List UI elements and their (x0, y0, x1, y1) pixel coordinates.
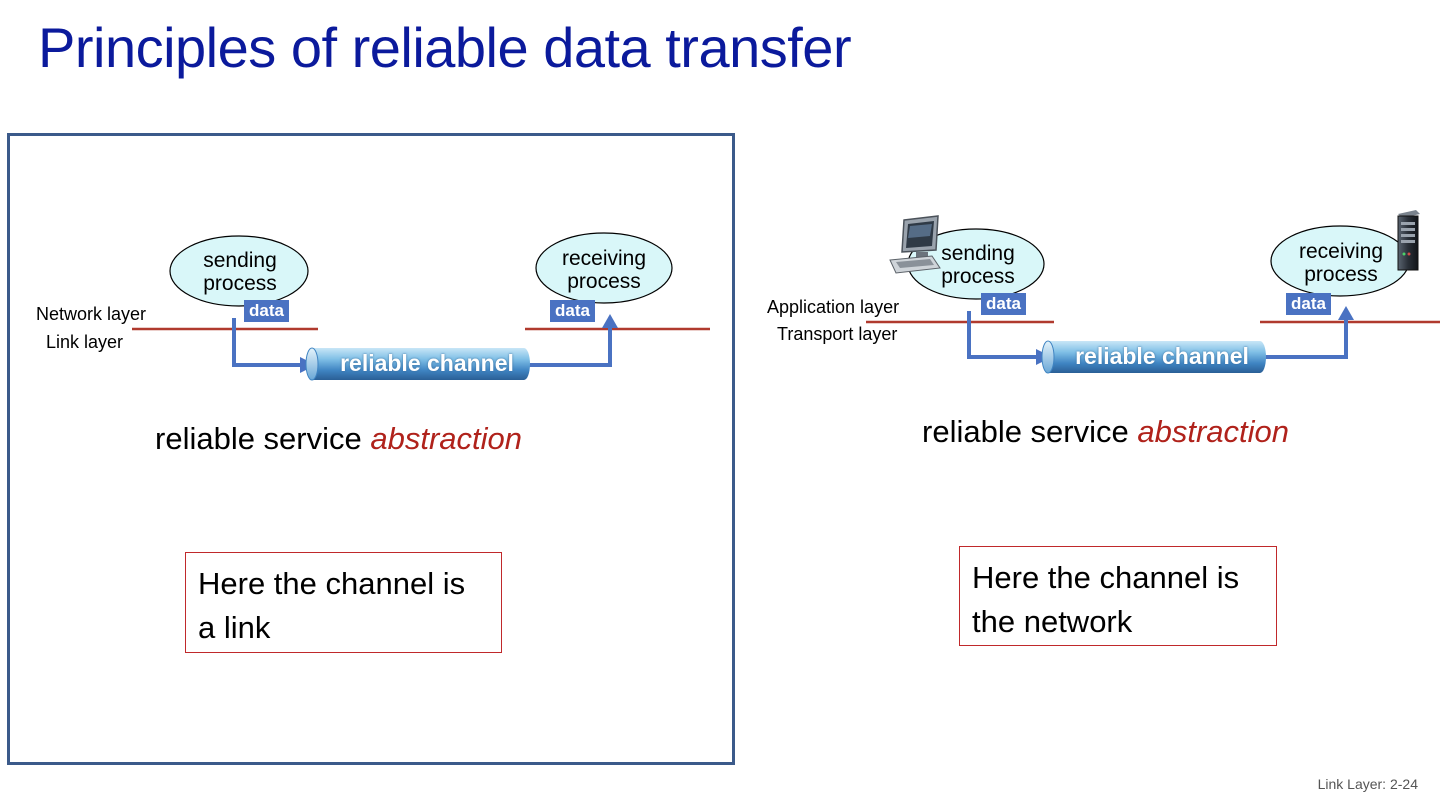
reliable-channel-label: reliable channel (340, 350, 514, 376)
channel-note-line-1: Here the channel is (972, 560, 1240, 595)
sending-process-line-2: process (941, 265, 1015, 288)
sending-process-line-1: sending (941, 242, 1015, 265)
service-caption-text: reliable service (155, 421, 371, 456)
send-arrow (967, 311, 1038, 359)
receiving-process-ellipse (535, 232, 673, 304)
receiving-process-line-2: process (1304, 263, 1378, 286)
channel-note: Here the channel is a link (185, 552, 502, 653)
lower-layer-label: Link layer (46, 332, 124, 352)
slide-title: Principles of reliable data transfer (38, 16, 852, 79)
data-packet-sender: data (981, 293, 1026, 315)
sending-process-line-2: process (203, 272, 277, 295)
service-caption-emphasis: abstraction (1137, 414, 1290, 449)
send-arrow (232, 318, 302, 367)
data-packet-receiver: data (1286, 293, 1331, 315)
receiving-process-line-2: process (567, 270, 641, 293)
slide-footer: Link Layer: 2-24 (1317, 776, 1418, 792)
data-packet-receiver: data (550, 300, 595, 322)
right-diagram (866, 210, 1440, 374)
reliable-channel-pipe (1041, 340, 1266, 374)
deliver-arrowhead (602, 314, 618, 328)
sending-process-ellipse (169, 235, 309, 307)
sending-process-label: sending process (203, 249, 277, 295)
highlight-frame (7, 133, 735, 765)
sending-process-label: sending process (941, 242, 1015, 288)
deliver-arrowhead (1338, 306, 1354, 320)
receiving-process-line-1: receiving (1298, 240, 1384, 263)
channel-note-line-2: the network (972, 604, 1133, 639)
server-tower-icon (1397, 210, 1420, 271)
upper-layer-label: Application layer (767, 297, 900, 317)
reliable-channel-label: reliable channel (1075, 343, 1249, 369)
upper-layer-label: Network layer (36, 304, 147, 324)
deliver-arrow (522, 326, 612, 367)
receiving-process-line-1: receiving (561, 247, 647, 270)
service-caption-emphasis: abstraction (370, 421, 523, 456)
left-diagram (132, 232, 710, 381)
channel-note-line-1: Here the channel is (198, 566, 466, 601)
sending-process-line-1: sending (203, 249, 277, 272)
desktop-computer-icon (889, 215, 941, 274)
service-caption-text: reliable service (922, 414, 1138, 449)
lower-layer-label: Transport layer (777, 324, 898, 344)
channel-note: Here the channel is the network (959, 546, 1277, 646)
receiving-process-label: receiving process (562, 247, 646, 293)
reliable-channel-pipe (305, 347, 530, 381)
channel-note-line-2: a link (198, 610, 271, 645)
service-abstraction-caption: reliable service abstraction (155, 421, 522, 457)
receiving-process-label: receiving process (1299, 240, 1383, 286)
data-packet-sender: data (244, 300, 289, 322)
deliver-arrow (1258, 318, 1348, 359)
service-abstraction-caption: reliable service abstraction (922, 414, 1289, 450)
